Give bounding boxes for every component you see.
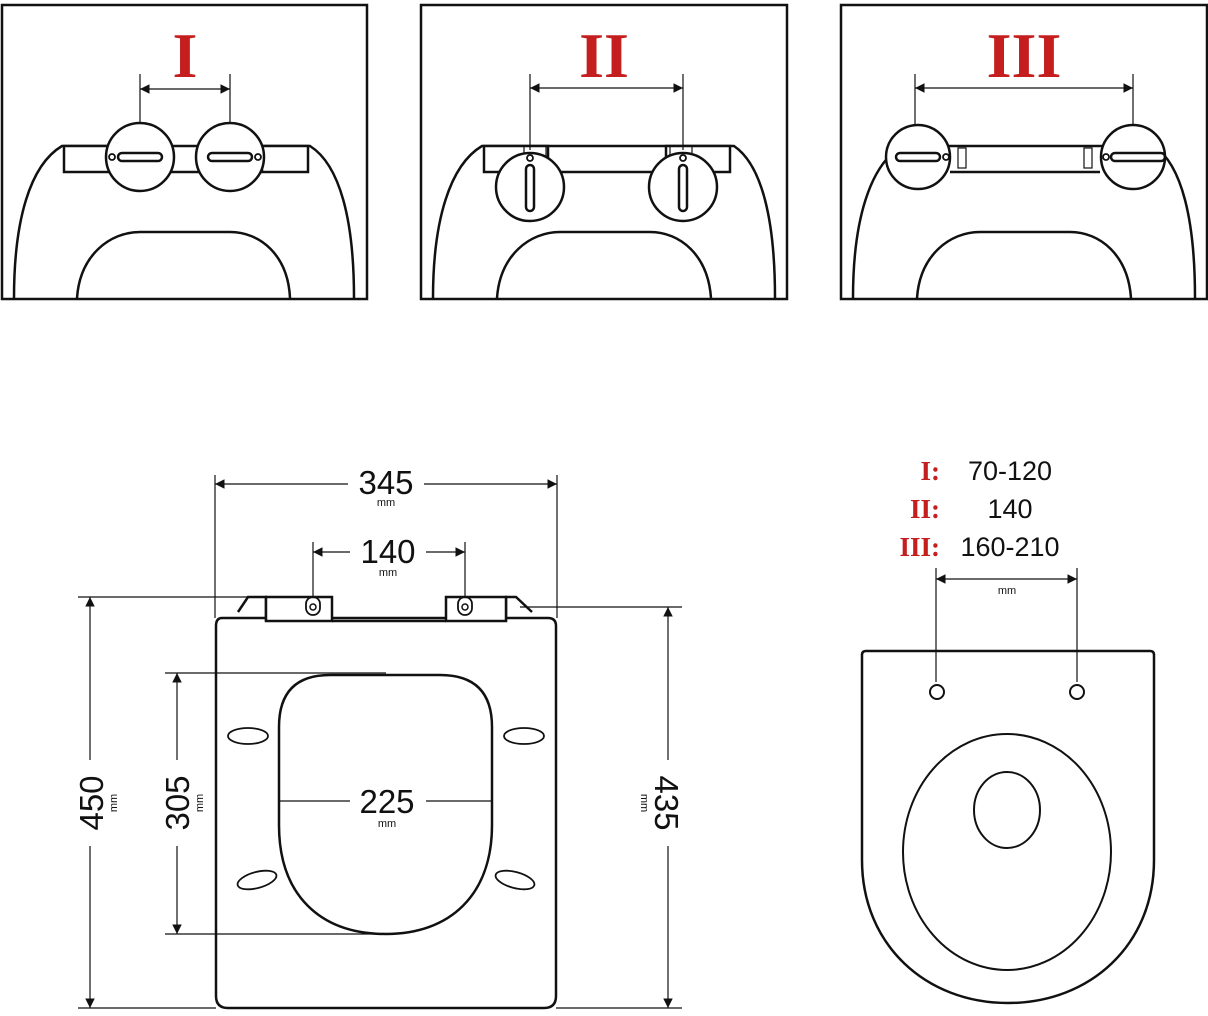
- inner-width-unit: mm: [378, 818, 396, 830]
- hinge-disc-right: [647, 151, 719, 223]
- seat-length-unit: mm: [638, 794, 650, 812]
- panel-i-numeral: I: [173, 20, 198, 91]
- bowl-drawing: mm: [860, 568, 1156, 1005]
- panel-i: I: [0, 3, 369, 301]
- legend-value-iii: 160-210: [960, 532, 1059, 562]
- hinge-disc-right: [194, 121, 266, 193]
- total-length-unit: mm: [108, 794, 120, 812]
- panel-iii: III: [839, 3, 1208, 301]
- inner-length-unit: mm: [194, 794, 206, 812]
- legend-unit: mm: [998, 585, 1016, 597]
- panel-iii-numeral: III: [987, 20, 1062, 91]
- panel-ii: II: [419, 3, 789, 301]
- panel-ii-numeral: II: [579, 20, 629, 91]
- hinge-disc-left: [884, 123, 952, 191]
- spacing-legend: I: 70-120 II: 140 III: 160-210: [899, 456, 1059, 562]
- hinge-disc-left: [494, 151, 566, 223]
- hinge-disc-left: [104, 121, 176, 193]
- seat-length-value: 435: [648, 775, 685, 830]
- legend-key-iii: III:: [899, 532, 940, 562]
- hinge-spacing-value: 140: [360, 533, 415, 570]
- legend-value-ii: 140: [987, 494, 1032, 524]
- seat-width-value: 345: [358, 464, 413, 501]
- inner-width-value: 225: [359, 783, 414, 820]
- seat-width-unit: mm: [377, 497, 395, 509]
- total-length-value: 450: [73, 775, 110, 830]
- inner-length-value: 305: [159, 775, 196, 830]
- legend-value-i: 70-120: [968, 456, 1052, 486]
- legend-key-ii: II:: [910, 494, 940, 524]
- legend-key-i: I:: [921, 456, 941, 486]
- hinge-spacing-unit: mm: [379, 567, 397, 579]
- seat-dimension-drawing: 345 mm 140 mm 225 mm 450 mm 305 mm: [70, 464, 690, 1010]
